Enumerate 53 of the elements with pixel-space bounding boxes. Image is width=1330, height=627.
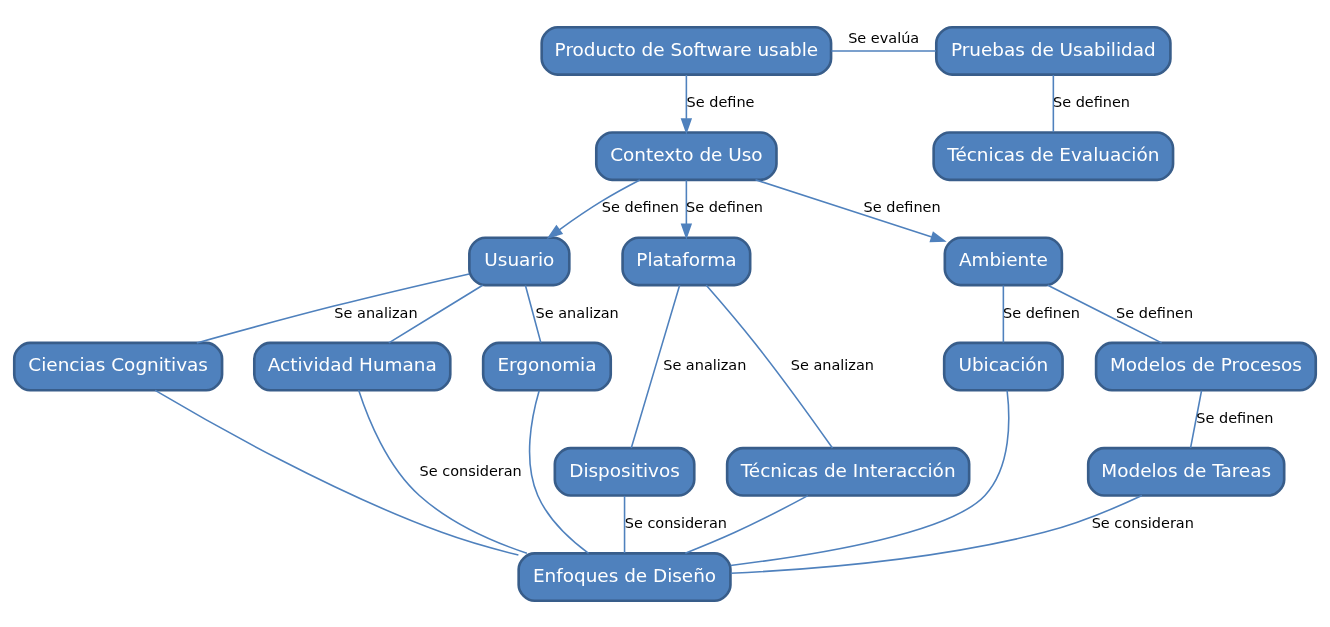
arrow (680, 73, 693, 135)
edge-label: Se analizan (663, 356, 747, 373)
edge-label: Se consideran (419, 462, 522, 479)
node-box: Ubicación (942, 341, 1064, 392)
edge-label: Se evalúa (848, 29, 920, 46)
connector (357, 389, 528, 554)
node-box: Enfoques de Diseño (517, 551, 732, 602)
connector (729, 389, 1010, 566)
node-box: Producto de Software usable (540, 25, 833, 76)
connector (830, 49, 937, 52)
edge-label: Se analizan (334, 304, 418, 321)
connector (630, 284, 681, 449)
edge-label: Se consideran (624, 514, 727, 531)
connector (154, 389, 520, 556)
node-box: Ambiente (943, 235, 1064, 286)
node-box: Plataforma (621, 235, 752, 286)
node-box: Ergonomia (481, 341, 613, 392)
arrow (546, 178, 641, 239)
node-box: Actividad Humana (252, 341, 452, 392)
edge-label: Se definen (1002, 304, 1081, 321)
node-box: Técnicas de Interacción (725, 446, 971, 497)
edge-label: Se definen (601, 198, 679, 215)
edge-label: Se definen (1052, 93, 1131, 110)
connector (1002, 284, 1005, 343)
node-box: Técnicas de Evaluación (932, 130, 1175, 181)
node-box: Usuario (468, 235, 571, 286)
edge-label: Se definen (1116, 304, 1194, 321)
connector (684, 494, 809, 554)
edge-label: Se definen (863, 198, 941, 215)
edge-label: Se analizan (790, 356, 874, 373)
connector (1189, 389, 1203, 449)
edge-label: Se analizan (535, 304, 619, 321)
arrow (754, 178, 947, 242)
connector (524, 284, 542, 343)
connector (1052, 73, 1055, 133)
node-box: Modelos de Procesos (1094, 341, 1318, 392)
connector (705, 283, 834, 449)
connector (730, 494, 1143, 574)
edge-label: Se definen (1196, 409, 1274, 426)
edge-label: Se consideran (1091, 514, 1194, 531)
connector (1047, 283, 1163, 344)
node-box: Contexto de Uso (594, 130, 778, 181)
connector (196, 272, 470, 344)
node-box: Pruebas de Usabilidad (934, 25, 1172, 76)
edge-label: Se define (686, 93, 755, 110)
edge-label: Se definen (685, 198, 764, 215)
connector (528, 389, 590, 554)
connector (388, 283, 484, 344)
arrow (680, 178, 693, 240)
connector (623, 494, 626, 554)
node-box: Modelos de Tareas (1086, 446, 1286, 497)
node-box: Ciencias Cognitivas (12, 341, 224, 392)
node-box: Dispositivos (553, 446, 696, 497)
